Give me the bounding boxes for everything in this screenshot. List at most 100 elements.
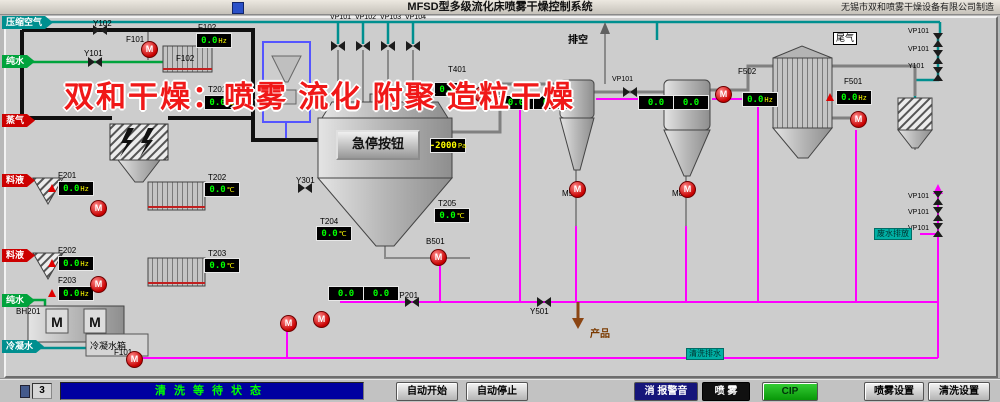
device-label: Y101 — [908, 63, 925, 70]
pump-motor[interactable]: M — [313, 311, 330, 328]
feed-arrow-compressed-air: 压缩空气 — [2, 16, 53, 29]
pump-motor[interactable]: M — [715, 86, 732, 103]
value-display: 0.0℃ — [434, 208, 470, 223]
auto-stop-button[interactable]: 自动停止 — [466, 382, 528, 401]
device-label: VP101 — [908, 193, 930, 200]
valve[interactable] — [356, 41, 370, 51]
pump-motor[interactable]: M — [126, 351, 143, 368]
value-display: 0.0 — [673, 95, 709, 110]
feed-arrow-feed-liquid: 料液 — [2, 174, 35, 187]
page-indicator-icon — [20, 385, 30, 398]
device-label: F102 — [198, 23, 217, 32]
device-label: VP104 — [405, 14, 427, 21]
device-label: 废水排放 — [874, 228, 912, 240]
valve[interactable] — [933, 207, 943, 221]
device-label: F501 — [844, 77, 863, 86]
value-display: 0.0℃ — [204, 182, 240, 197]
device-label: F201 — [58, 171, 77, 180]
value-display: 0.0 — [533, 95, 569, 110]
pump-motor[interactable]: M — [850, 111, 867, 128]
device-label: F202 — [58, 246, 77, 255]
feed-arrow-feed-liquid-2: 料液 — [2, 249, 35, 262]
value-display: 0.0 — [363, 286, 399, 301]
device-label: B501 — [426, 237, 445, 246]
device-label: 尾气 — [833, 32, 858, 45]
valve[interactable] — [933, 67, 943, 81]
valve[interactable] — [537, 297, 551, 307]
feed-arrow-steam: 蒸气 — [2, 114, 35, 127]
valve[interactable] — [933, 223, 943, 237]
emergency-stop-button[interactable]: 急停按钮 — [336, 130, 420, 160]
device-label: F203 — [58, 276, 77, 285]
alarm-marker — [826, 93, 834, 101]
device-label: VP101 — [612, 76, 634, 83]
value-display: 0.0 — [638, 95, 674, 110]
device-label: Y501 — [530, 307, 549, 316]
alarm-marker — [48, 259, 56, 267]
valve[interactable] — [381, 41, 395, 51]
device-label: BH201 — [16, 307, 41, 316]
spray-button[interactable]: 喷 雾 — [702, 382, 750, 401]
device-label: Y301 — [296, 176, 315, 185]
value-display: 0.0℃ — [434, 82, 470, 97]
device-label: 清洗排水 — [686, 348, 724, 360]
valve[interactable] — [93, 25, 107, 35]
pump-motor[interactable]: M — [280, 315, 297, 332]
clean-settings-button[interactable]: 清洗设置 — [928, 382, 990, 401]
window-icon — [232, 2, 244, 14]
status-message: 清洗等待状态 — [60, 382, 364, 400]
mute-alarm-button[interactable]: 消 报警音 — [634, 382, 698, 401]
cip-button[interactable]: CIP — [762, 382, 818, 401]
valve[interactable] — [88, 57, 102, 67]
pump-motor[interactable]: M — [569, 181, 586, 198]
value-display: 0.0℃ — [316, 226, 352, 241]
device-label: T401 — [448, 65, 467, 74]
device-label: Y102 — [93, 19, 112, 28]
alarm-marker — [48, 289, 56, 297]
valve[interactable] — [623, 87, 637, 97]
device-label: VP103 — [380, 14, 402, 21]
valve[interactable] — [331, 41, 345, 51]
valve[interactable] — [406, 41, 420, 51]
valve[interactable] — [298, 183, 312, 193]
pump-motor[interactable]: M — [474, 86, 491, 103]
page-title: MFSD型多级流化床喷雾干燥控制系统 — [407, 1, 593, 13]
valve[interactable] — [933, 50, 943, 64]
device-label: F502 — [738, 67, 757, 76]
device-label: VP101 — [908, 209, 930, 216]
device-label: T205 — [438, 199, 457, 208]
pump-motor[interactable]: M — [90, 200, 107, 217]
feed-arrow-pure-water: 纯水 — [2, 55, 35, 68]
device-label: 产品 — [590, 329, 610, 340]
feed-arrow-pure-water-2: 纯水 — [2, 294, 35, 307]
pump-motor[interactable]: M — [679, 181, 696, 198]
valve[interactable] — [933, 33, 943, 47]
page-number[interactable]: 3 — [32, 383, 52, 399]
valve[interactable] — [933, 191, 943, 205]
valve[interactable] — [405, 297, 419, 307]
device-label: VP101 — [330, 14, 352, 21]
pump-motor[interactable]: M — [430, 249, 447, 266]
spray-settings-button[interactable]: 喷雾设置 — [864, 382, 924, 401]
value-display: 0.0 — [498, 95, 534, 110]
device-label: 排空 — [568, 35, 588, 46]
pump-motor[interactable]: M — [141, 41, 158, 58]
feed-arrow-condensate: 冷凝水 — [2, 340, 44, 353]
control-bar: 3 清洗等待状态 自动开始自动停止 消 报警音喷 雾 CIP 喷雾设置清洗设置 — [0, 378, 1000, 402]
device-label: VP101 — [908, 225, 930, 232]
manufacturer-label: 无锡市双和喷雾干燥设备有限公司制造 — [840, 2, 994, 12]
auto-start-button[interactable]: 自动开始 — [396, 382, 458, 401]
alarm-marker — [48, 184, 56, 192]
device-label: VP101 — [908, 46, 930, 53]
pump-motor[interactable]: M — [90, 276, 107, 293]
value-display: 0.0 — [328, 286, 364, 301]
device-label: F101 — [126, 35, 145, 44]
device-label: VP201 — [394, 291, 419, 300]
